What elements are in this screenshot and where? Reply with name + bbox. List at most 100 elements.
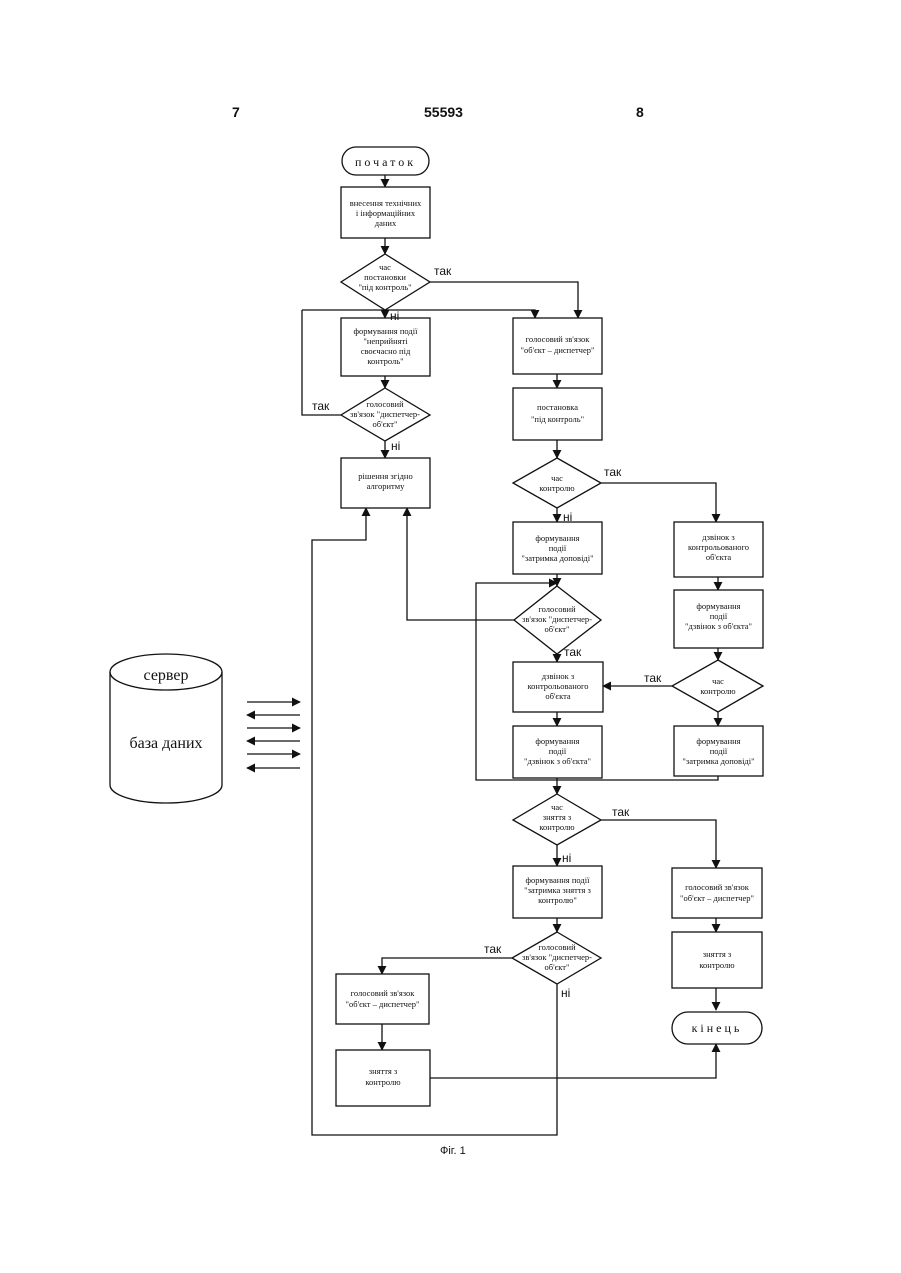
svg-text:голосовий: голосовий: [538, 604, 576, 614]
decision-time-to-set-control: час постановки "під контроль": [341, 254, 430, 310]
svg-text:так: так: [484, 942, 502, 956]
svg-text:контролю: контролю: [539, 483, 575, 493]
process-event-report-delay-2: формування події "затримка доповіді": [674, 726, 763, 776]
svg-text:"об'єкт – диспетчер": "об'єкт – диспетчер": [680, 893, 754, 903]
svg-text:так: так: [434, 264, 452, 278]
process-set-under-control: постановка "під контроль": [513, 388, 602, 440]
svg-text:"під контроль": "під контроль": [358, 282, 411, 292]
svg-text:об'єкта: об'єкта: [706, 552, 732, 562]
svg-text:голосовий: голосовий: [538, 942, 576, 952]
svg-text:внесення технічних: внесення технічних: [350, 198, 422, 208]
svg-text:ні: ні: [390, 309, 399, 323]
svg-text:ні: ні: [391, 439, 400, 453]
svg-text:зняття з: зняття з: [703, 949, 732, 959]
svg-text:своєчасно під: своєчасно під: [361, 346, 411, 356]
svg-text:так: так: [612, 805, 630, 819]
svg-text:ні: ні: [561, 986, 570, 1000]
svg-text:"затримка доповіді": "затримка доповіді": [682, 756, 754, 766]
svg-text:контролю: контролю: [699, 960, 735, 970]
svg-text:"дзвінок з об'єкта": "дзвінок з об'єкта": [685, 621, 752, 631]
svg-text:час: час: [551, 473, 563, 483]
svg-text:ні: ні: [563, 510, 572, 524]
svg-text:голосовий зв'язок: голосовий зв'язок: [526, 334, 591, 344]
svg-text:контролю: контролю: [700, 686, 736, 696]
decision-control-time-1: час контролю: [513, 458, 601, 508]
svg-text:"затримка зняття з: "затримка зняття з: [524, 885, 591, 895]
process-decision-by-algorithm: рішення згідно алгоритму: [341, 458, 430, 508]
svg-text:кінець: кінець: [692, 1021, 743, 1035]
svg-text:контролю: контролю: [365, 1077, 401, 1087]
svg-text:"дзвінок з об'єкта": "дзвінок з об'єкта": [524, 756, 591, 766]
svg-text:об'єкт": об'єкт": [545, 962, 570, 972]
process-call-from-object-2: дзвінок з контрольованого об'єкта: [513, 662, 603, 712]
process-voice-object-dispatcher-2: голосовий зв'язок "об'єкт – диспетчер": [672, 868, 762, 918]
svg-text:контролю": контролю": [538, 895, 577, 905]
svg-text:ні: ні: [562, 851, 571, 865]
svg-text:алгоритму: алгоритму: [367, 481, 406, 491]
svg-text:дзвінок з: дзвінок з: [702, 532, 735, 542]
decision-voice-dispatcher-object-3: голосовий зв'язок "диспетчер- об'єкт": [512, 932, 601, 984]
svg-text:події: події: [710, 746, 728, 756]
process-remove-from-control-1: зняття з контролю: [672, 932, 762, 988]
svg-text:"об'єкт – диспетчер": "об'єкт – диспетчер": [521, 345, 595, 355]
svg-text:так: так: [644, 671, 662, 685]
svg-text:початок: початок: [355, 155, 416, 169]
process-call-from-object-1: дзвінок з контрольованого об'єкта: [674, 522, 763, 577]
decision-control-time-2: час контролю: [672, 660, 763, 712]
svg-text:голосовий зв'язок: голосовий зв'язок: [351, 988, 416, 998]
svg-text:контрольованого: контрольованого: [688, 542, 749, 552]
svg-text:даних: даних: [375, 218, 397, 228]
svg-text:зв'язок "диспетчер-: зв'язок "диспетчер-: [350, 409, 420, 419]
decision-time-remove-control: час зняття з контролю: [513, 794, 601, 845]
svg-text:формування: формування: [696, 601, 740, 611]
svg-text:"затримка доповіді": "затримка доповіді": [521, 553, 593, 563]
end-terminal: кінець: [672, 1012, 762, 1044]
data-exchange-arrows: [247, 702, 300, 768]
process-enter-data: внесення технічних і інформаційних даних: [341, 187, 430, 238]
process-event-call-from-object-2: формування події "дзвінок з об'єкта": [513, 726, 602, 778]
svg-text:час: час: [379, 262, 391, 272]
svg-text:події: події: [710, 611, 728, 621]
server-title: сервер: [144, 667, 189, 684]
svg-text:рішення згідно: рішення згідно: [358, 471, 412, 481]
svg-text:зняття з: зняття з: [369, 1066, 398, 1076]
figure-caption: Фіг. 1: [440, 1145, 466, 1157]
svg-text:зв'язок "диспетчер-: зв'язок "диспетчер-: [522, 614, 592, 624]
svg-text:об'єкт": об'єкт": [545, 624, 570, 634]
svg-text:події: події: [549, 543, 567, 553]
process-event-report-delay-1: формування події "затримка доповіді": [513, 522, 602, 574]
svg-text:формування: формування: [535, 533, 579, 543]
svg-text:зняття з: зняття з: [543, 812, 572, 822]
svg-text:контрольованого: контрольованого: [527, 681, 588, 691]
svg-text:і інформаційних: і інформаційних: [356, 208, 416, 218]
svg-text:"об'єкт – диспетчер": "об'єкт – диспетчер": [346, 999, 420, 1009]
svg-text:формування події: формування події: [526, 875, 591, 885]
process-event-call-from-object-1: формування події "дзвінок з об'єкта": [674, 590, 763, 648]
svg-text:час: час: [551, 802, 563, 812]
svg-text:так: так: [312, 399, 330, 413]
svg-text:голосовий: голосовий: [366, 399, 404, 409]
start-terminal: початок: [342, 147, 429, 175]
process-event-removal-delay: формування події "затримка зняття з конт…: [513, 866, 602, 918]
decision-voice-dispatcher-object-2: голосовий зв'язок "диспетчер- об'єкт": [514, 586, 601, 654]
svg-text:формування: формування: [535, 736, 579, 746]
svg-text:постановка: постановка: [537, 402, 578, 412]
svg-text:"неприйняті: "неприйняті: [363, 336, 408, 346]
svg-text:так: так: [564, 645, 582, 659]
svg-text:час: час: [712, 676, 724, 686]
svg-text:зв'язок "диспетчер-: зв'язок "диспетчер-: [522, 952, 592, 962]
svg-text:голосовий зв'язок: голосовий зв'язок: [685, 882, 750, 892]
svg-text:об'єкт": об'єкт": [373, 419, 398, 429]
process-voice-object-dispatcher-1: голосовий зв'язок "об'єкт – диспетчер": [513, 318, 602, 374]
process-remove-from-control-2: зняття з контролю: [336, 1050, 430, 1106]
process-event-not-set-on-time: формування події "неприйняті своєчасно п…: [341, 318, 430, 376]
decision-voice-dispatcher-object-1: голосовий зв'язок "диспетчер- об'єкт": [341, 388, 430, 441]
svg-text:формування події: формування події: [354, 326, 419, 336]
svg-text:контролю: контролю: [539, 822, 575, 832]
svg-text:формування: формування: [696, 736, 740, 746]
svg-text:об'єкта: об'єкта: [545, 691, 571, 701]
svg-text:події: події: [549, 746, 567, 756]
process-voice-object-dispatcher-3: голосовий зв'язок "об'єкт – диспетчер": [336, 974, 429, 1024]
server-subtitle: база даних: [129, 735, 202, 752]
